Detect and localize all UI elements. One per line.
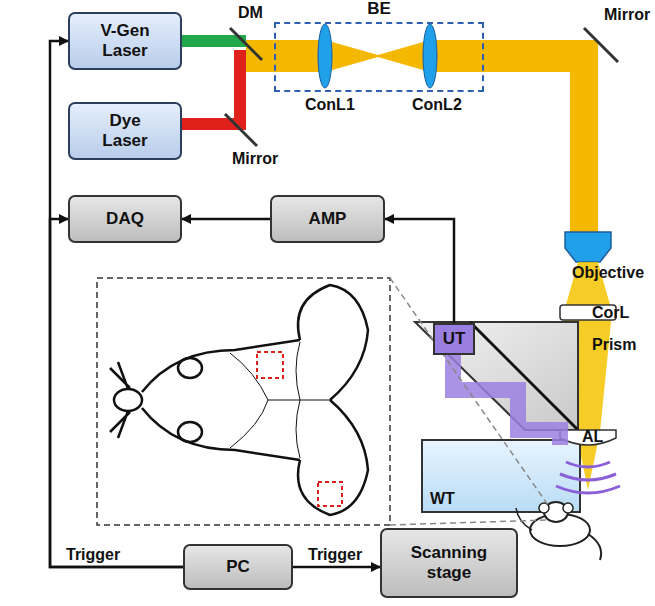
node-text: PC [226,557,250,577]
imaging-region [318,482,342,506]
dichroic-mirror [230,28,262,60]
node-text: UT [443,329,466,349]
signal-connector [50,41,183,567]
inset-frame [97,278,390,525]
objective-lens [565,232,611,262]
mirror [225,114,257,146]
part-label: DM [238,4,263,22]
lens [423,24,437,88]
part-label: ConL2 [412,96,462,114]
mouse [516,502,601,560]
node-text: V-Gen Laser [90,21,160,60]
part-label: Objective [572,264,644,282]
node-text: DAQ [106,209,144,229]
node-text: Scanning stage [399,543,499,582]
signal-connector [50,219,183,567]
signal-connector [293,566,380,569]
skull-sutures [230,342,330,458]
laser-box: Dye Laser [68,102,182,160]
edge-label: Trigger [64,546,122,564]
part-label: ConL1 [305,96,355,114]
ultrasound-waves [556,462,620,493]
beam-expander: BE [274,22,484,92]
transducer: UT [433,323,475,355]
ultrasound-path [453,355,560,445]
node-text: BE [276,0,482,19]
node-text: Dye Laser [90,111,160,150]
part-label: AL [582,428,603,446]
part-label: WT [430,490,455,508]
signal-connector [385,219,454,323]
green-beam [182,35,246,47]
stage-box: Scanning stage [380,528,518,598]
mirror [584,28,618,62]
part-label: Prism [592,336,636,354]
pc-box: PC [183,544,293,590]
amplifier-box: AMP [270,195,385,243]
red-beam [182,50,246,130]
signal-connector [182,218,270,221]
imaging-region [257,352,283,378]
edge-label: Trigger [306,546,364,564]
lens [318,24,332,88]
daq-box: DAQ [68,195,182,243]
node-text: AMP [309,209,347,229]
part-label: Mirror [232,150,278,168]
part-label: CorL [592,304,629,322]
prism [415,322,578,430]
part-label: Mirror [604,6,650,24]
laser-box: V-Gen Laser [68,12,182,70]
mouse-head [110,285,368,515]
